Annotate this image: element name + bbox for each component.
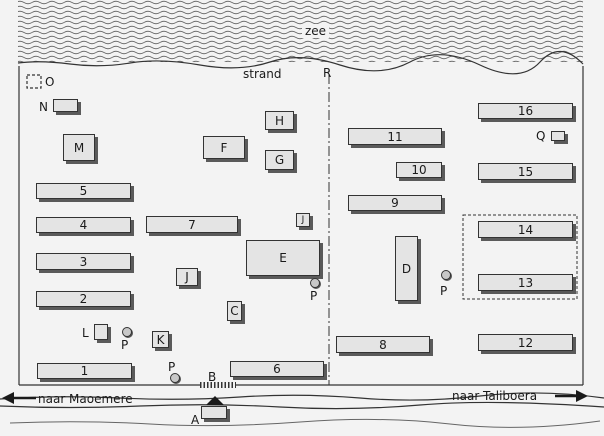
p-marker-label: P: [310, 289, 318, 303]
building-1: 1: [37, 363, 132, 379]
sea-label: zee: [302, 24, 330, 38]
building-16: 16: [478, 103, 573, 119]
guardhouse-a: [201, 406, 227, 419]
building-2: 2: [36, 291, 131, 307]
building-m: M: [63, 134, 95, 161]
building-f: F: [203, 136, 245, 159]
p-marker-circle: [310, 278, 320, 288]
guardhouse-a-label: A: [191, 413, 200, 427]
item-n-label: N: [39, 100, 48, 114]
building-q: Q: [551, 131, 565, 141]
road-east-label: naar Taliboera: [452, 389, 538, 403]
building-q-label: Q: [536, 129, 546, 143]
building-9: 9: [348, 195, 442, 211]
p-marker-label: P: [168, 360, 176, 374]
item-l-label: L: [82, 326, 89, 340]
building-k: K: [152, 331, 169, 348]
coastline: [17, 50, 584, 75]
building-h: H: [265, 111, 294, 130]
beach-label: strand: [243, 67, 282, 81]
building-13: 13: [478, 274, 573, 291]
building-5: 5: [36, 183, 131, 199]
building-g: G: [265, 150, 294, 170]
building-10: 10: [396, 162, 442, 178]
road-r-label: R: [323, 66, 332, 80]
building-n: [53, 99, 78, 112]
fenced-area: [462, 214, 578, 300]
building-c: C: [227, 301, 242, 321]
building-14: 14: [478, 221, 573, 238]
gate-marker-icon: [206, 396, 224, 405]
building-e: E: [246, 240, 320, 276]
building-j: J: [176, 268, 198, 286]
building-6: 6: [230, 361, 324, 377]
p-marker-circle: [122, 327, 132, 337]
building-15: 15: [478, 163, 573, 180]
building-7: 7: [146, 216, 238, 233]
arrow-west-icon: [2, 392, 14, 404]
building-3: 3: [36, 253, 131, 270]
item-o-label: O: [45, 75, 55, 89]
building-8: 8: [336, 336, 430, 353]
building-4: 4: [36, 217, 131, 233]
arrow-east-icon: [576, 390, 588, 402]
sea: [18, 0, 583, 62]
building-12: 12: [478, 334, 573, 351]
building-j-small: J: [296, 213, 310, 227]
building-l: [94, 324, 108, 340]
p-marker-label: P: [440, 284, 448, 298]
building-11: 11: [348, 128, 442, 145]
gate-b-label: B: [208, 370, 217, 384]
building-d: D: [395, 236, 418, 301]
road: [0, 392, 604, 401]
p-marker-circle: [441, 270, 451, 280]
road-lower: [0, 401, 604, 410]
bottom-edge: [9, 418, 601, 428]
p-marker-circle: [170, 373, 180, 383]
p-marker-label: P: [121, 338, 129, 352]
item-o-box: [26, 74, 42, 89]
road-west-label: naar Maoemere: [38, 392, 133, 406]
